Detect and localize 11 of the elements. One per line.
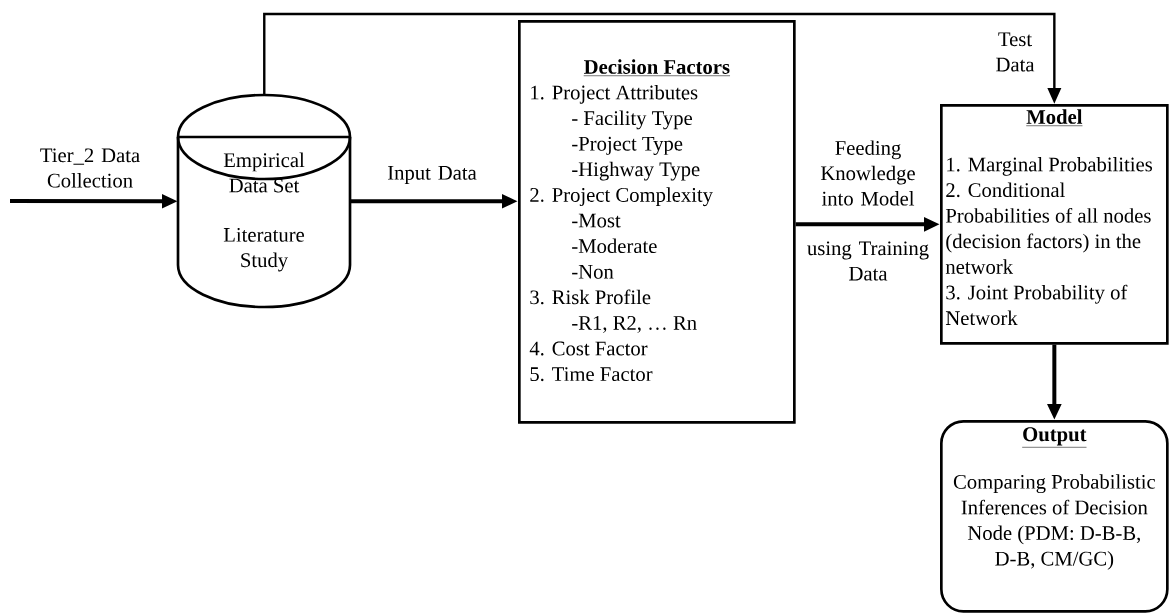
node-label: Data Set — [229, 178, 300, 193]
note-text: using Training Data — [807, 241, 929, 281]
edge-label: Test Data — [996, 32, 1035, 72]
edge-label: Feeding Knowledge into Model — [820, 140, 915, 206]
node-label: Literature Study — [223, 227, 305, 272]
rounded-box: Output Comparing Probabilistic Inferences of Decision Node (PDM: D-B-B, D-B, CM/GC) — [940, 420, 1169, 613]
process-box: Decision Factors 1. Project Attributes - Facility Type -Project Type -Highway Type 2. Project Complexity -Most -Moderate -Non 3. Risk Profile -R1, R2, … Rn 4. Cost Factor 5. Time Factor — [518, 20, 796, 424]
edge-label: Tier_2 Data Collection — [40, 148, 140, 188]
database-cylinder: Empirical Data Set Literature Study — [176, 93, 352, 309]
process-box: Model 1. Marginal Probabilities 2. Conditional Probabilities of all nodes (decision factors) in the network 3. Joint Probability of Network — [940, 104, 1169, 345]
edge-label: Input Data — [388, 166, 477, 184]
